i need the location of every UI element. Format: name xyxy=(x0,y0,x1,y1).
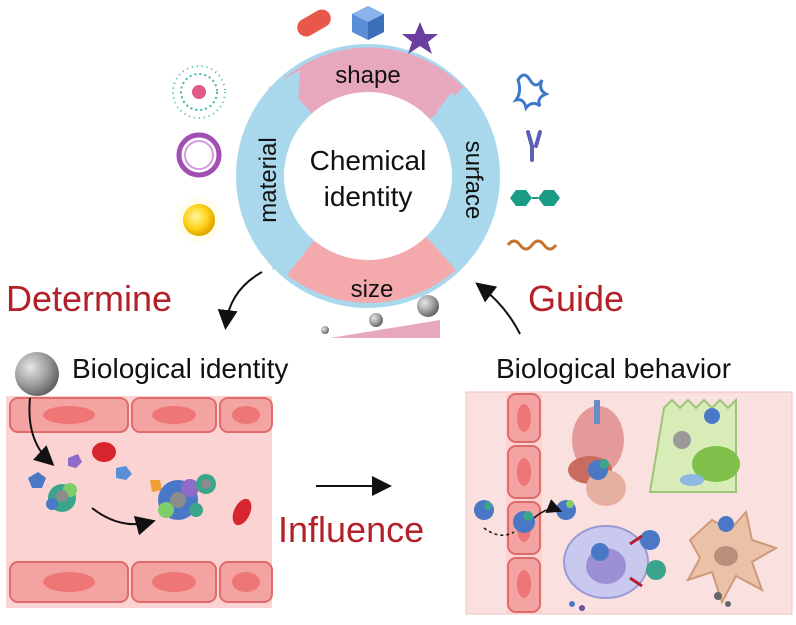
determine-label: Determine xyxy=(6,278,172,319)
ring-chevron xyxy=(272,236,302,270)
blood-vessel xyxy=(6,396,273,608)
ring-chevron xyxy=(436,92,470,118)
surface-icons xyxy=(506,73,560,251)
antibody-icon xyxy=(526,130,542,162)
ring-center xyxy=(284,92,452,260)
center-label-line2: identity xyxy=(324,181,413,212)
peptide-chain-icon xyxy=(510,190,560,206)
ring-chevron xyxy=(268,70,300,104)
macrophage-icon xyxy=(563,525,666,611)
cell-uptake-icon xyxy=(648,397,740,493)
guide-arrow xyxy=(475,282,521,335)
ring-label-shape: shape xyxy=(335,62,400,89)
influence-label: Influence xyxy=(278,509,424,550)
ring-label-size: size xyxy=(351,276,394,303)
bio-identity-title: Biological identity xyxy=(72,353,288,384)
ring-label-material: material xyxy=(255,137,282,222)
star-icon xyxy=(402,22,438,54)
size-indicator xyxy=(321,295,440,338)
shape-icons xyxy=(297,6,438,54)
ring-label-surface: surface xyxy=(460,141,487,220)
ring-chevron xyxy=(440,238,468,272)
nanoparticle-icon xyxy=(15,352,59,396)
ring-segment-size xyxy=(287,233,456,303)
dendritic-cell-icon xyxy=(685,509,779,607)
organs-icon xyxy=(568,400,626,506)
rod-icon xyxy=(297,9,331,37)
center-label-line1: Chemical xyxy=(310,145,427,176)
cube-icon xyxy=(352,6,384,40)
tissue-panel xyxy=(465,391,793,615)
bio-behavior-title: Biological behavior xyxy=(496,353,731,384)
guide-label: Guide xyxy=(528,278,624,319)
determine-arrow xyxy=(217,271,263,330)
micelle-icon xyxy=(172,65,226,119)
polymer-icon xyxy=(506,239,558,251)
chemical-identity-ring: Chemical identity shape size material su… xyxy=(236,44,500,308)
gold-nanoparticle-icon xyxy=(173,194,225,246)
ring-segment-shape xyxy=(282,47,464,122)
liposome-icon xyxy=(176,132,222,178)
protein-icon xyxy=(512,73,550,112)
material-icons xyxy=(172,65,226,246)
